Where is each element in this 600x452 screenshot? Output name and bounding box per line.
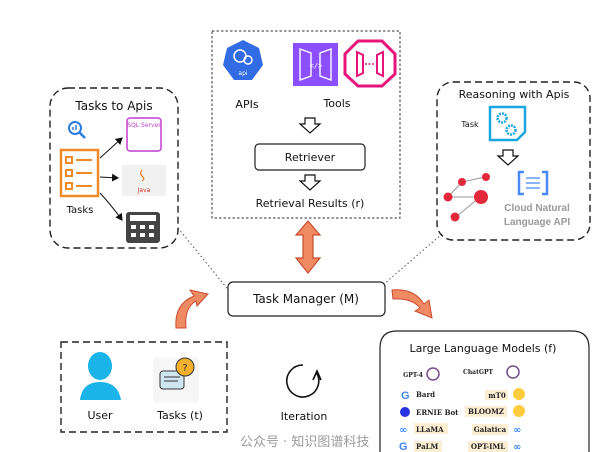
user-panel: User ? Tasks (t) [60, 341, 228, 433]
llm-llama: LLaMA [416, 425, 444, 434]
tasks-label: Tasks [66, 205, 94, 216]
llm-galatica: Galatica [474, 425, 507, 434]
llm-title: Large Language Models (f) [410, 342, 557, 355]
llm-ernie: ERNIE Bot [416, 408, 459, 417]
baidu-icon [400, 407, 410, 417]
svg-text:SQL Server: SQL Server [127, 122, 161, 129]
tasks-to-apis-panel: Tasks to Apis Tasks SQL Server Java [49, 87, 179, 249]
network-graph-icon [443, 173, 490, 222]
svg-text:</>: </> [310, 62, 323, 70]
retrieval-results-label: Retrieval Results (r) [256, 197, 365, 210]
tasks-t-label: Tasks (t) [156, 409, 203, 422]
task-list-icon [59, 148, 100, 198]
sql-server-icon: SQL Server [126, 117, 162, 152]
bidirectional-arrow-icon [294, 220, 322, 274]
down-arrow-icon [298, 117, 322, 134]
llm-panel: Large Language Models (f) GPT-4 ChatGPT … [379, 330, 590, 452]
iteration-label: Iteration [281, 410, 328, 423]
task-manager-box [227, 281, 386, 317]
arrow-to-java [99, 173, 119, 182]
task-gears-icon [488, 105, 527, 142]
llm-bard: Bard [416, 390, 435, 399]
java-icon: Java [122, 165, 166, 196]
cloud-natural-language-icon [517, 170, 549, 196]
task-manager-label: Task Manager (M) [252, 292, 359, 306]
down-arrow-icon [496, 149, 520, 166]
calculator-icon [126, 212, 160, 243]
magnifier-chart-icon [68, 121, 86, 139]
apis-label: APIs [235, 98, 258, 111]
meta-icon: ∞ [513, 442, 521, 452]
llm-chatgpt: ChatGPT [463, 369, 493, 376]
tool-connector-icon [343, 39, 397, 88]
curved-arrow-user-to-manager [175, 289, 209, 329]
user-label: User [87, 409, 113, 422]
cloud-label-line2: Language API [504, 217, 571, 228]
meta-icon: ∞ [399, 425, 407, 436]
svg-text:?: ? [182, 363, 187, 374]
kubernetes-api-icon: api [223, 40, 263, 80]
tasks-to-apis-title: Tasks to Apis [74, 99, 152, 113]
google-icon: G [399, 441, 408, 452]
arrow-to-sql [99, 137, 123, 159]
huggingface-icon [513, 388, 525, 400]
question-chat-icon: ? [153, 357, 199, 402]
retrieval-panel: api APIs </> Tools Retriever Retrieval R… [211, 30, 401, 219]
cloud-label-line1: Cloud Natural [504, 203, 570, 214]
google-icon: G [401, 390, 410, 402]
reasoning-panel: Reasoning with Apis Task Cloud Natural L… [436, 81, 591, 241]
llm-palm: PaLM [416, 442, 439, 451]
tools-label: Tools [322, 97, 350, 110]
connector-reasoning-to-manager [383, 233, 443, 285]
curved-arrow-manager-to-llm [391, 289, 433, 319]
svg-text:api: api [238, 70, 247, 77]
openai-icon [426, 367, 440, 381]
llm-bloomz: BLOOMZ [468, 407, 504, 416]
reasoning-title: Reasoning with Apis [459, 88, 570, 101]
task-label: Task [460, 120, 479, 129]
svg-text:Java: Java [137, 187, 151, 194]
retriever-box [254, 143, 366, 171]
llm-mt0: mT0 [488, 391, 506, 400]
retriever-label: Retriever [285, 151, 336, 164]
arrow-to-calculator [99, 192, 123, 221]
meta-icon: ∞ [513, 425, 521, 436]
iteration-cycle-icon [285, 364, 320, 398]
connector-tasks-to-manager [177, 227, 231, 293]
down-arrow-icon [298, 174, 322, 191]
user-icon [80, 352, 121, 400]
huggingface-icon [513, 405, 525, 417]
llm-opt-iml: OPT-IML [471, 442, 505, 451]
openai-icon [506, 365, 520, 379]
iteration-arrowhead-icon [312, 369, 322, 381]
watermark: 公众号 · 知识图谱科技 [240, 434, 369, 450]
llm-gpt4: GPT-4 [403, 372, 423, 379]
api-gateway-icon: </> [293, 43, 338, 86]
